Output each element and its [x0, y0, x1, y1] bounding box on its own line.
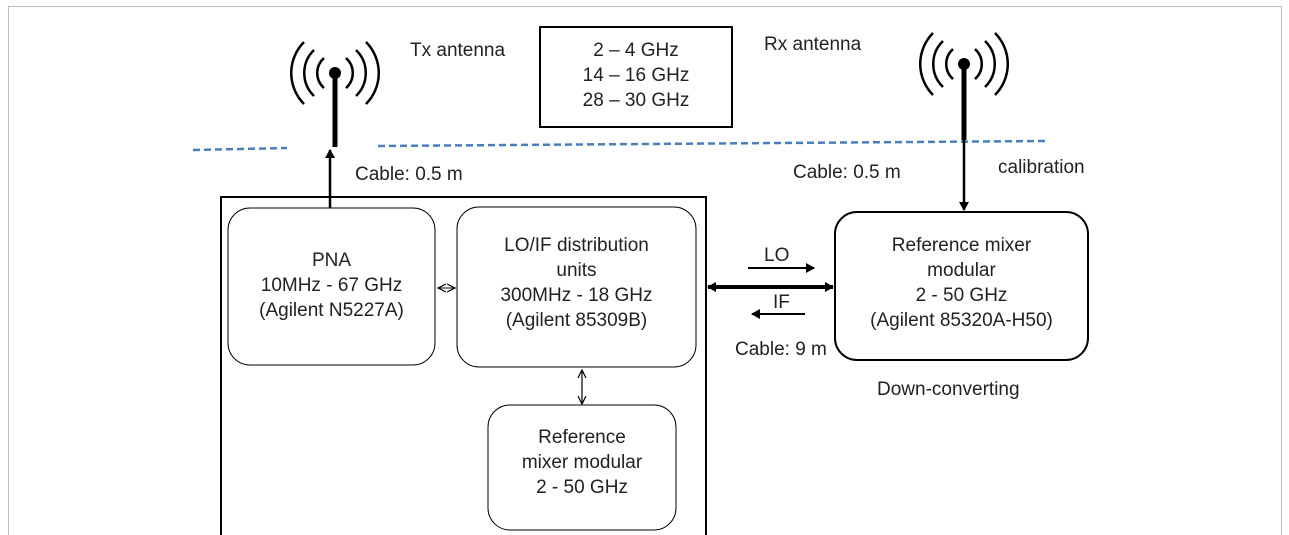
frequency-line-2: 14 – 16 GHz — [582, 65, 690, 86]
dashed-line-left — [192, 146, 288, 152]
frequency-line-3: 28 – 30 GHz — [582, 90, 690, 111]
ref-mixer-outer-text: Reference mixer modular 2 - 50 GHz (Agil… — [835, 233, 1088, 333]
frame-left-border — [8, 6, 9, 535]
ref-mixer-outer-line-1: Reference mixer — [891, 235, 1032, 256]
lo-if-line-1: LO/IF distribution — [504, 235, 649, 256]
lo-if-line-2: units — [556, 260, 597, 281]
if-cable-label: Cable: 9 m — [735, 339, 827, 360]
frame-top-border — [8, 6, 1282, 7]
pna-line-3: (Agilent N5227A) — [259, 300, 404, 321]
down-converting-label: Down-converting — [877, 379, 1020, 400]
frequency-line-1: 2 – 4 GHz — [593, 40, 679, 61]
frequency-list: 2 – 4 GHz 14 – 16 GHz 28 – 30 GHz — [540, 38, 732, 113]
lo-if-distribution-box — [456, 206, 697, 368]
ref-mixer-inner-line-2: mixer modular — [521, 452, 643, 473]
ref-mixer-outer-line-2: modular — [927, 260, 996, 281]
frequency-box — [539, 26, 733, 128]
tx-cable-label: Cable: 0.5 m — [355, 164, 463, 185]
dashed-line-right — [377, 139, 1046, 148]
ref-mixer-inner-text: Reference mixer modular 2 - 50 GHz — [488, 425, 676, 500]
pna-box — [227, 207, 436, 366]
rx-cable-label: Cable: 0.5 m — [793, 162, 901, 183]
calibration-label: calibration — [998, 157, 1085, 178]
if-label: IF — [773, 292, 790, 313]
vna-enclosure — [220, 196, 707, 535]
rx-antenna-icon — [919, 32, 1009, 140]
lo-if-line-3: 300MHz - 18 GHz — [500, 285, 653, 306]
ref-mixer-outer-line-4: (Agilent 85320A-H50) — [870, 310, 1053, 331]
lo-if-text: LO/IF distribution units 300MHz - 18 GHz… — [457, 233, 696, 333]
ref-mixer-inner-line-3: 2 - 50 GHz — [536, 477, 628, 498]
pna-text: PNA 10MHz - 67 GHz (Agilent N5227A) — [228, 248, 435, 323]
reference-mixer-outer-box — [834, 211, 1089, 361]
frame-right-border — [1281, 6, 1282, 535]
pna-line-1: PNA — [311, 250, 352, 271]
ref-mixer-outer-line-3: 2 - 50 GHz — [915, 285, 1008, 306]
pna-line-2: 10MHz - 67 GHz — [260, 275, 403, 296]
lo-if-line-4: (Agilent 85309B) — [505, 310, 648, 331]
tx-antenna-label: Tx antenna — [410, 40, 506, 61]
lo-label: LO — [764, 245, 790, 266]
rx-antenna-label: Rx antenna — [764, 34, 862, 55]
ref-mixer-inner-line-1: Reference — [538, 427, 626, 448]
tx-antenna-icon — [290, 41, 380, 147]
